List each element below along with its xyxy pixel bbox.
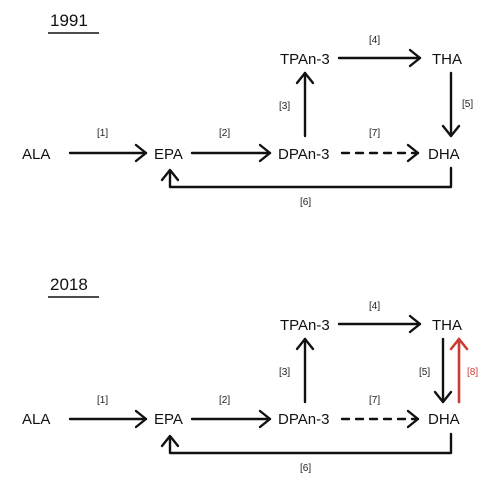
- step-label-2-1991: [2]: [219, 128, 230, 139]
- arrow-tha-to-dha-1991: [441, 71, 461, 138]
- step-label-4-1991: [4]: [369, 35, 380, 46]
- panel-1991: 1991 ALA EPA DPAn-3 TPAn-3 THA DHA [1] […: [22, 11, 473, 208]
- node-ala-1991: ALA: [22, 146, 50, 163]
- arrow-dha-to-epa-2018: [160, 432, 453, 455]
- step-label-5-1991: [5]: [462, 99, 473, 110]
- step-label-6-1991: [6]: [300, 197, 311, 208]
- node-dpa-2018: DPAn-3: [278, 411, 329, 428]
- arrow-dha-to-epa-1991: [160, 166, 453, 189]
- arrow-tpa-to-tha-2018: [337, 314, 422, 334]
- step-label-6-2018: [6]: [300, 463, 311, 474]
- step-label-5-2018: [5]: [419, 367, 430, 378]
- arrow-epa-to-dpa-1991: [190, 143, 272, 163]
- arrow-dpa-to-dha-dashed-2018: [340, 409, 420, 429]
- step-label-8-2018: [8]: [467, 367, 478, 378]
- node-tpa-2018: TPAn-3: [280, 317, 330, 334]
- panel-2018: 2018 ALA EPA DPAn-3 TPAn-3 THA DHA [1] […: [22, 275, 478, 474]
- step-label-3-1991: [3]: [279, 101, 290, 112]
- node-epa-1991: EPA: [154, 146, 183, 163]
- step-label-4-2018: [4]: [369, 301, 380, 312]
- arrow-dpa-to-tpa-1991: [295, 71, 315, 138]
- node-tha-1991: THA: [432, 51, 462, 68]
- arrow-epa-to-dpa-2018: [190, 409, 272, 429]
- node-epa-2018: EPA: [154, 411, 183, 428]
- arrow-dha-to-tha-red-2018: [449, 337, 469, 404]
- arrow-ala-to-epa-2018: [68, 409, 148, 429]
- node-tpa-1991: TPAn-3: [280, 51, 330, 68]
- node-dha-2018: DHA: [428, 411, 460, 428]
- step-label-7-1991: [7]: [369, 128, 380, 139]
- node-tha-2018: THA: [432, 317, 462, 334]
- arrow-tha-to-dha-2018: [433, 337, 453, 404]
- panel-2018-year: 2018: [50, 275, 88, 294]
- step-label-3-2018: [3]: [279, 367, 290, 378]
- arrow-dpa-to-tpa-2018: [295, 337, 315, 404]
- arrow-ala-to-epa-1991: [68, 143, 148, 163]
- step-label-7-2018: [7]: [369, 395, 380, 406]
- node-dpa-1991: DPAn-3: [278, 146, 329, 163]
- panel-1991-year: 1991: [50, 11, 88, 30]
- step-label-2-2018: [2]: [219, 395, 230, 406]
- step-label-1-1991: [1]: [97, 128, 108, 139]
- arrow-dpa-to-dha-dashed-1991: [340, 143, 420, 163]
- arrow-tpa-to-tha-1991: [337, 48, 422, 68]
- node-ala-2018: ALA: [22, 411, 50, 428]
- step-label-1-2018: [1]: [97, 395, 108, 406]
- node-dha-1991: DHA: [428, 146, 460, 163]
